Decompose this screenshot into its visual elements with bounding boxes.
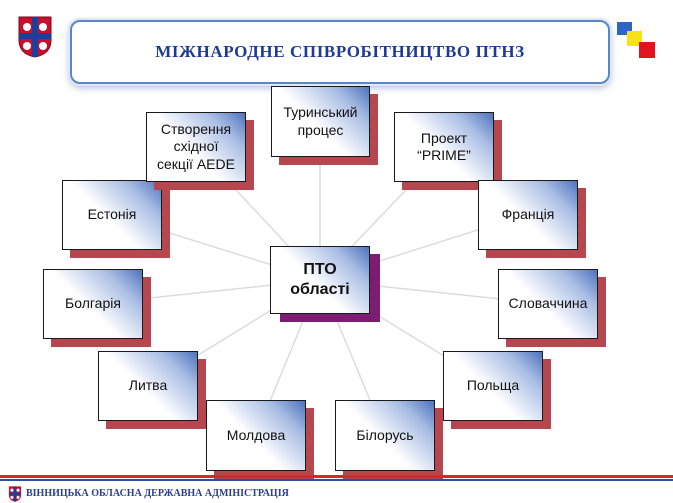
footer-coat-of-arms-icon [8,485,22,502]
footer-red-line [0,475,673,478]
title-banner: МІЖНАРОДНЕ СПІВРОБІТНИЦТВО ПТНЗ [70,20,610,84]
page-title: МІЖНАРОДНЕ СПІВРОБІТНИЦТВО ПТНЗ [155,42,525,61]
node-poland: Польща [443,351,543,421]
footer-blue-line [0,479,673,481]
node-france: Франція [478,180,578,250]
color-squares-decoration [615,20,659,65]
node-lithuania: Литва [98,351,198,421]
node-slovakia: Словаччина [498,269,598,339]
footer: ВІННИЦЬКА ОБЛАСНА ДЕРЖАВНА АДМІНІСТРАЦІЯ [0,484,673,503]
node-moldova: Молдова [206,400,306,471]
node-estonia: Естонія [62,180,162,250]
footer-text: ВІННИЦЬКА ОБЛАСНА ДЕРЖАВНА АДМІНІСТРАЦІЯ [26,488,289,499]
node-prime-project: Проект“PRIME” [394,112,494,182]
node-bulgaria: Болгарія [43,269,143,339]
coat-of-arms-logo [18,16,52,63]
node-belarus: Білорусь [335,400,435,471]
